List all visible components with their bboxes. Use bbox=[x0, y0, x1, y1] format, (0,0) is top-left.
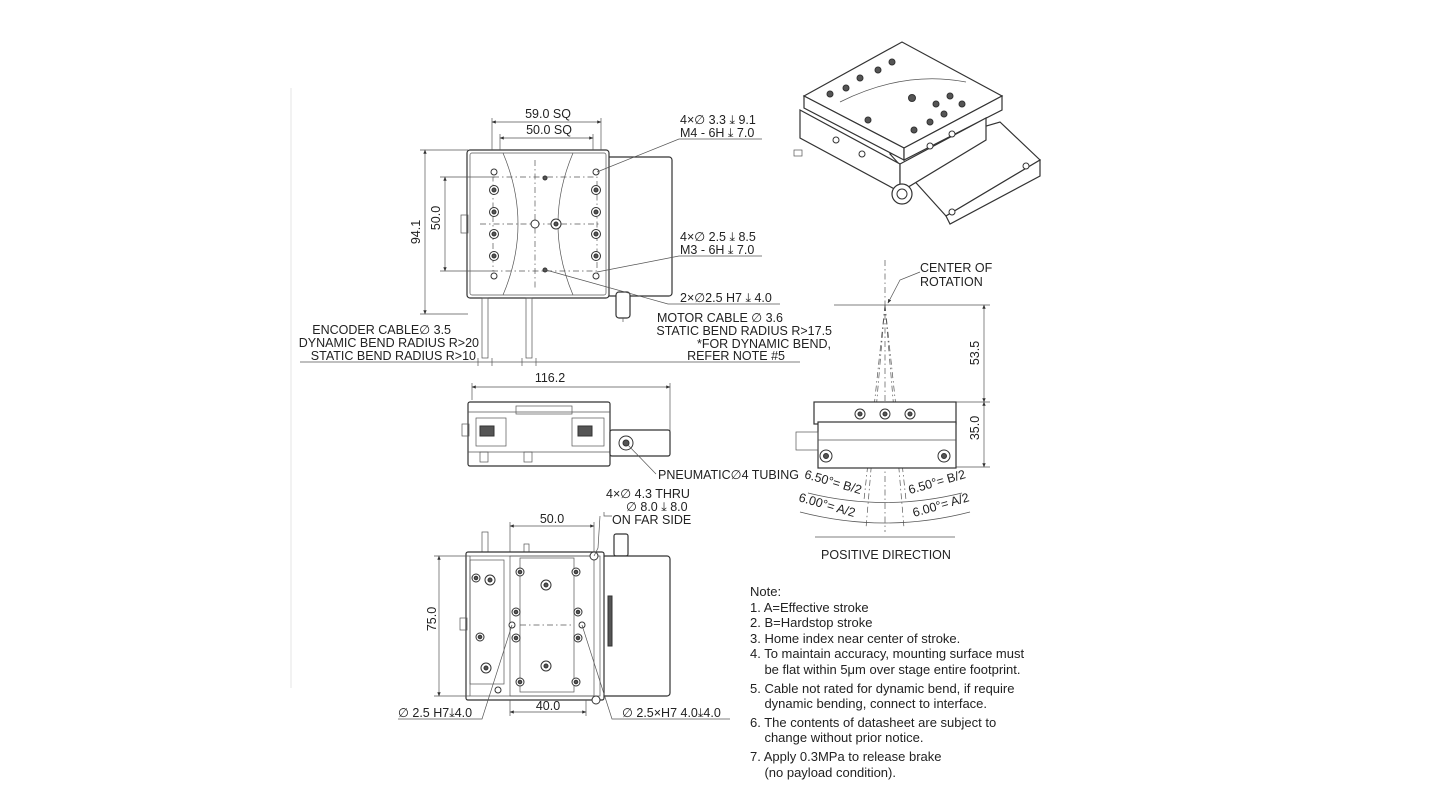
motor-cable-4: REFER NOTE #5 bbox=[687, 349, 785, 363]
encoder-cable-2: DYNAMIC BEND RADIUS R>20 bbox=[299, 336, 479, 350]
pneumatic-label: PNEUMATIC∅4 TUBING bbox=[658, 468, 799, 482]
center-of-rotation-1: CENTER OF bbox=[920, 261, 993, 275]
angle-a-left: 6.00°= A/2 bbox=[797, 490, 857, 520]
note-7b: (no payload condition). bbox=[750, 764, 896, 780]
front-view: 116.2 PNEUMATIC∅4 TUBING bbox=[461, 371, 799, 482]
note-3: 3. Home index near center of stroke. bbox=[750, 630, 961, 646]
encoder-cable-3: STATIC BEND RADIUS R>10 bbox=[311, 349, 476, 363]
center-of-rotation-2: ROTATION bbox=[920, 275, 983, 289]
note-2: 2. B=Hardstop stroke bbox=[750, 615, 873, 631]
dim-50-sq: 50.0 SQ bbox=[526, 123, 572, 137]
angle-a-right: 6.00°= A/2 bbox=[911, 490, 971, 520]
dim-35: 35.0 bbox=[968, 416, 982, 440]
note-6b: change without prior notice. bbox=[750, 730, 924, 746]
dim-50-vertical: 50.0 bbox=[429, 206, 443, 230]
note-heading: Note: bbox=[750, 584, 782, 599]
isometric-view bbox=[793, 41, 1041, 225]
note-5a: 5. Cable not rated for dynamic bend, if … bbox=[750, 680, 1015, 696]
callout-pin-holes: 2×∅2.5 H7 ⤓ 4.0 bbox=[680, 291, 772, 305]
motor-cable-3: *FOR DYNAMIC BEND, bbox=[697, 337, 831, 351]
note-5b: dynamic bending, connect to interface. bbox=[750, 696, 988, 712]
encoder-cable-1: ENCODER CABLE∅ 3.5 bbox=[312, 323, 451, 337]
motor-cable-2: STATIC BEND RADIUS R>17.5 bbox=[656, 324, 832, 338]
note-4b: be flat within 5μm over stage entire foo… bbox=[750, 661, 1021, 677]
note-6a: 6. The contents of datasheet are subject… bbox=[750, 714, 997, 730]
stage-body-bottom bbox=[465, 551, 605, 701]
thru-hole-callout-1: 4×∅ 4.3 THRU bbox=[606, 487, 690, 501]
note-1: 1. A=Effective stroke bbox=[750, 599, 869, 615]
dim-94-1: 94.1 bbox=[409, 220, 423, 244]
thru-hole-callout-3: ON FAR SIDE bbox=[612, 513, 691, 527]
notes-block: Note: 1. A=Effective stroke 2. B=Hardsto… bbox=[750, 584, 1080, 780]
dim-59-sq: 59.0 SQ bbox=[525, 107, 571, 121]
motor-cable-1: MOTOR CABLE ∅ 3.6 bbox=[657, 311, 783, 325]
callout-holes-b2: M3 - 6H ⤓ 7.0 bbox=[680, 243, 754, 257]
bottom-view: 4×∅ 4.3 THRU ∅ 8.0 ⤓ 8.0 ON FAR SIDE 50.… bbox=[398, 487, 730, 720]
thru-hole-callout-2: ∅ 8.0 ⤓ 8.0 bbox=[626, 500, 688, 514]
pin-hole-left: ∅ 2.5 H7⤓4.0 bbox=[398, 706, 472, 720]
note-7a: 7. Apply 0.3MPa to release brake bbox=[750, 748, 942, 764]
dim-75: 75.0 bbox=[425, 607, 439, 631]
dim-116-2: 116.2 bbox=[535, 371, 565, 385]
top-view: 59.0 SQ 50.0 SQ 94.1 50.0 4×∅ 3.3 ⤓ 9.1 … bbox=[299, 107, 832, 366]
positive-direction: POSITIVE DIRECTION bbox=[821, 548, 951, 562]
rotary-base bbox=[817, 421, 957, 469]
dim-53-5: 53.5 bbox=[968, 341, 982, 365]
callout-holes-a2: M4 - 6H ⤓ 7.0 bbox=[680, 126, 754, 140]
dim-40: 40.0 bbox=[536, 699, 560, 713]
dim-50-bottom: 50.0 bbox=[540, 512, 564, 526]
pin-hole-right: ∅ 2.5×H7 4.0⤓4.0 bbox=[622, 706, 721, 720]
callout-holes-a1: 4×∅ 3.3 ⤓ 9.1 bbox=[680, 113, 756, 127]
motor-housing-top bbox=[605, 156, 673, 297]
note-4a: 4. To maintain accuracy, mounting surfac… bbox=[750, 646, 1025, 662]
callout-holes-b1: 4×∅ 2.5 ⤓ 8.5 bbox=[680, 230, 756, 244]
side-view: CENTER OF ROTATION 53.5 35.0 6.50°= B/2 … bbox=[795, 260, 993, 562]
